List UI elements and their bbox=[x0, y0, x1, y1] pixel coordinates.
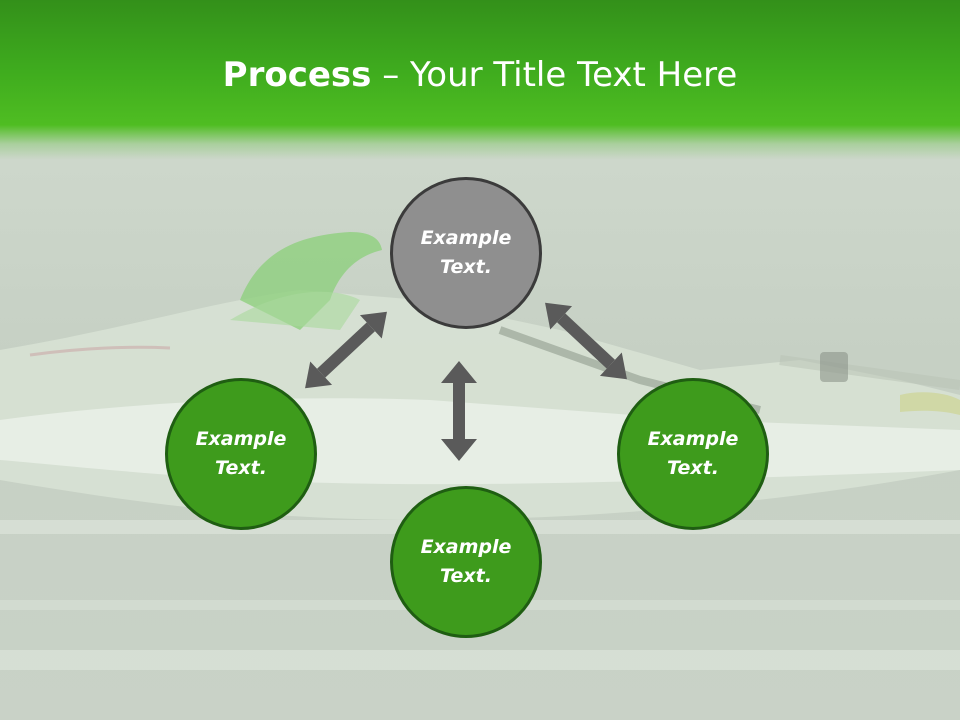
process-node-top: Example Text. bbox=[390, 177, 542, 329]
slide-title: Process – Your Title Text Here bbox=[0, 52, 960, 98]
header-band bbox=[0, 0, 960, 160]
process-node-bottom-label: Example Text. bbox=[420, 536, 512, 587]
arrow-top-left bbox=[305, 311, 387, 389]
title-bold: Process bbox=[222, 55, 372, 95]
arrow-vertical bbox=[441, 361, 477, 461]
process-node-right-label: Example Text. bbox=[647, 428, 739, 479]
process-node-left: Example Text. bbox=[165, 378, 317, 530]
process-node-left-label: Example Text. bbox=[195, 428, 287, 479]
title-text: Your Title Text Here bbox=[410, 55, 738, 95]
process-node-bottom: Example Text. bbox=[390, 486, 542, 638]
process-node-top-label: Example Text. bbox=[420, 227, 512, 278]
process-node-right: Example Text. bbox=[617, 378, 769, 530]
title-separator: – bbox=[371, 55, 411, 95]
arrow-top-right bbox=[545, 302, 627, 380]
